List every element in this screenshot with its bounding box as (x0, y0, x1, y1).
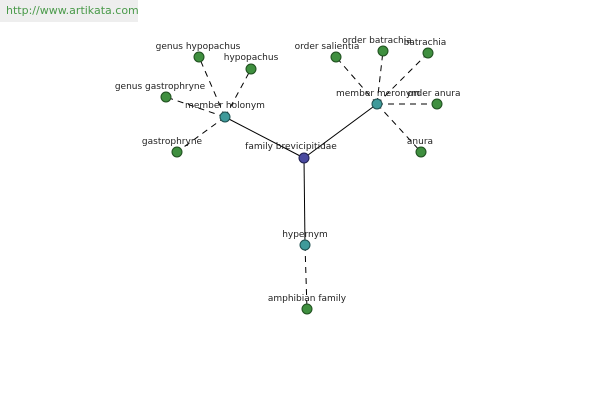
label-gastrophryne[interactable]: gastrophryne (142, 137, 203, 147)
node-amphibian-family[interactable] (301, 303, 313, 315)
node-member-holonym[interactable] (219, 111, 231, 123)
node-hypernym[interactable] (299, 239, 311, 251)
label-genus-hypopachus[interactable]: genus hypopachus (156, 42, 241, 52)
node-batrachia[interactable] (422, 47, 434, 59)
node-genus-hypopachus[interactable] (193, 51, 205, 63)
edge-meronym-order-batrachia (376, 50, 384, 105)
node-member-meronym[interactable] (371, 98, 383, 110)
label-genus-gastrophryne[interactable]: genus gastrophryne (115, 82, 206, 92)
node-gastrophryne[interactable] (171, 146, 183, 158)
edge-holonym-hypopachus (224, 68, 252, 118)
label-member-holonym[interactable]: member holonym (185, 101, 265, 111)
label-order-salientia[interactable]: order salientia (295, 42, 360, 52)
site-watermark[interactable]: http://www.artikata.com (0, 0, 139, 22)
node-genus-gastrophryne[interactable] (160, 91, 172, 103)
label-family-brevicipitidae[interactable]: family brevicipitidae (245, 142, 337, 152)
node-anura[interactable] (415, 146, 427, 158)
label-order-anura[interactable]: order anura (408, 89, 461, 99)
label-anura[interactable]: anura (407, 137, 433, 147)
label-order-batrachia[interactable]: order batrachia (342, 36, 412, 46)
edge-meronym-batrachia (376, 52, 429, 105)
label-hypernym[interactable]: hypernym (282, 230, 328, 240)
edge-center-hypernym (303, 157, 306, 246)
edge-center-member-meronym (303, 103, 378, 159)
node-order-salientia[interactable] (330, 51, 342, 63)
node-order-batrachia[interactable] (377, 45, 389, 57)
edge-center-member-holonym (224, 116, 305, 159)
node-hypopachus[interactable] (245, 63, 257, 75)
edge-holonym-gastrophryne (176, 116, 226, 153)
label-member-meronym[interactable]: member meronym (336, 89, 420, 99)
label-amphibian-family[interactable]: amphibian family (268, 294, 347, 304)
label-batrachia[interactable]: batrachia (404, 38, 447, 48)
node-order-anura[interactable] (431, 98, 443, 110)
label-hypopachus[interactable]: hypopachus (224, 53, 279, 63)
node-center-family-brevicipitidae[interactable] (298, 152, 310, 164)
